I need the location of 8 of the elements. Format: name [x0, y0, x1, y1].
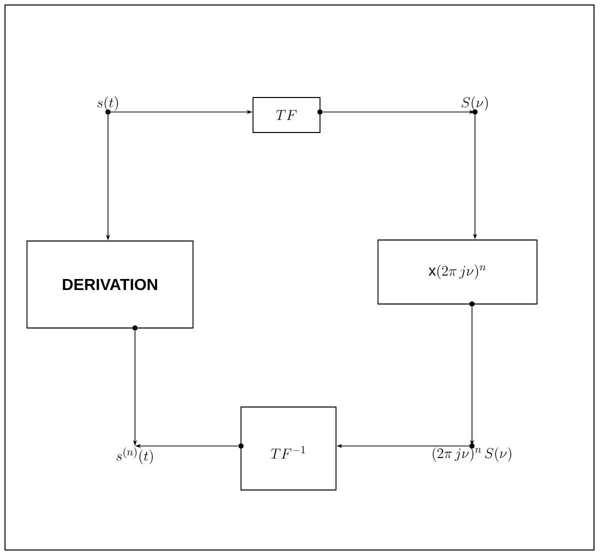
process-box: $\mathrm{x}(2\pi\, j\nu)^n$: [378, 240, 538, 304]
process-box: $TF^{-1}$: [240, 406, 336, 490]
signal-label: $s(t)$: [97, 96, 118, 111]
signal-label: $s^{(n)}(t)$: [116, 447, 153, 464]
process-box: DERIVATION: [26, 240, 194, 328]
process-box: $TF$: [252, 97, 320, 133]
signal-label: $S(\nu)$: [462, 96, 488, 111]
signal-label: $(2\pi\, j\nu)^n\, S(\nu)$: [432, 447, 512, 462]
